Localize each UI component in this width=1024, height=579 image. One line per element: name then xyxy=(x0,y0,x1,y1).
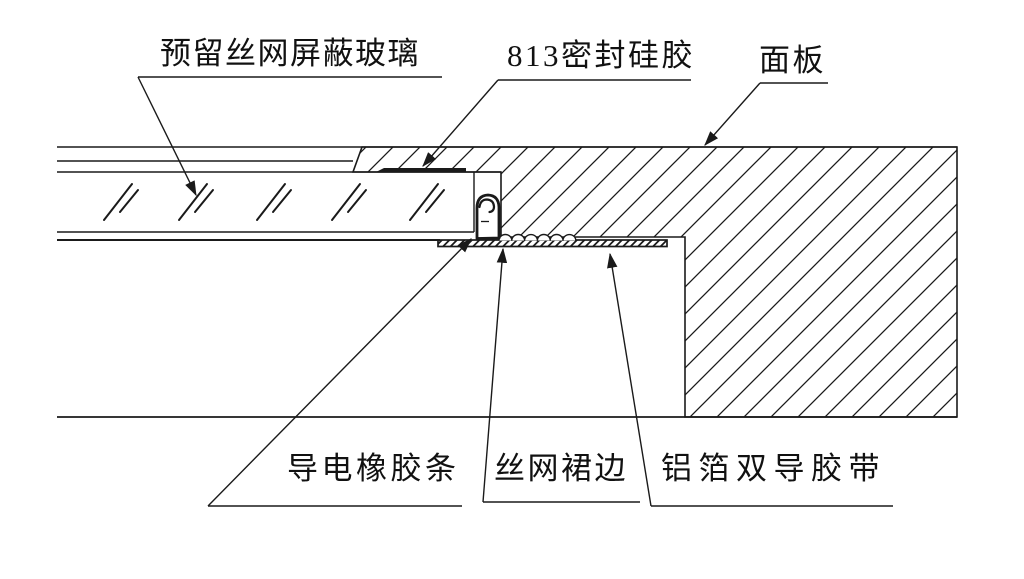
glass-tick xyxy=(331,183,367,221)
mesh-skirt-scallops xyxy=(498,233,577,241)
label-front-panel: 面板 xyxy=(759,43,826,78)
foil-tape xyxy=(437,239,668,248)
label-foil-double-conductive-tape: 铝箔双导胶带 xyxy=(661,451,886,486)
silicone-seal xyxy=(375,168,466,173)
label-conductive-rubber-strip: 导电橡胶条 xyxy=(287,451,460,486)
glass-tick xyxy=(409,183,445,221)
glass-panel xyxy=(103,183,445,221)
conductive-rubber-strip xyxy=(475,193,501,240)
label-mesh-skirt: 丝网裙边 xyxy=(494,451,628,486)
leader-reserved-mesh-glass xyxy=(137,76,197,197)
leader-conductive-rubber xyxy=(207,238,472,507)
leader-foil-tape xyxy=(607,252,652,507)
leader-lines xyxy=(137,76,761,507)
front-panel-section xyxy=(351,146,958,418)
leader-mesh-skirt xyxy=(482,247,508,503)
frame-lines xyxy=(57,146,957,418)
label-sealing-silicone-813: 813密封硅胶 xyxy=(507,38,695,73)
leader-sealing-silicone xyxy=(422,79,499,167)
glass-tick xyxy=(178,183,214,221)
glass-tick xyxy=(256,183,292,221)
label-underlines xyxy=(138,76,893,507)
glass-tick xyxy=(103,183,139,221)
label-reserved-mesh-shielding-glass: 预留丝网屏蔽玻璃 xyxy=(160,36,420,71)
leader-front-panel xyxy=(704,82,761,146)
